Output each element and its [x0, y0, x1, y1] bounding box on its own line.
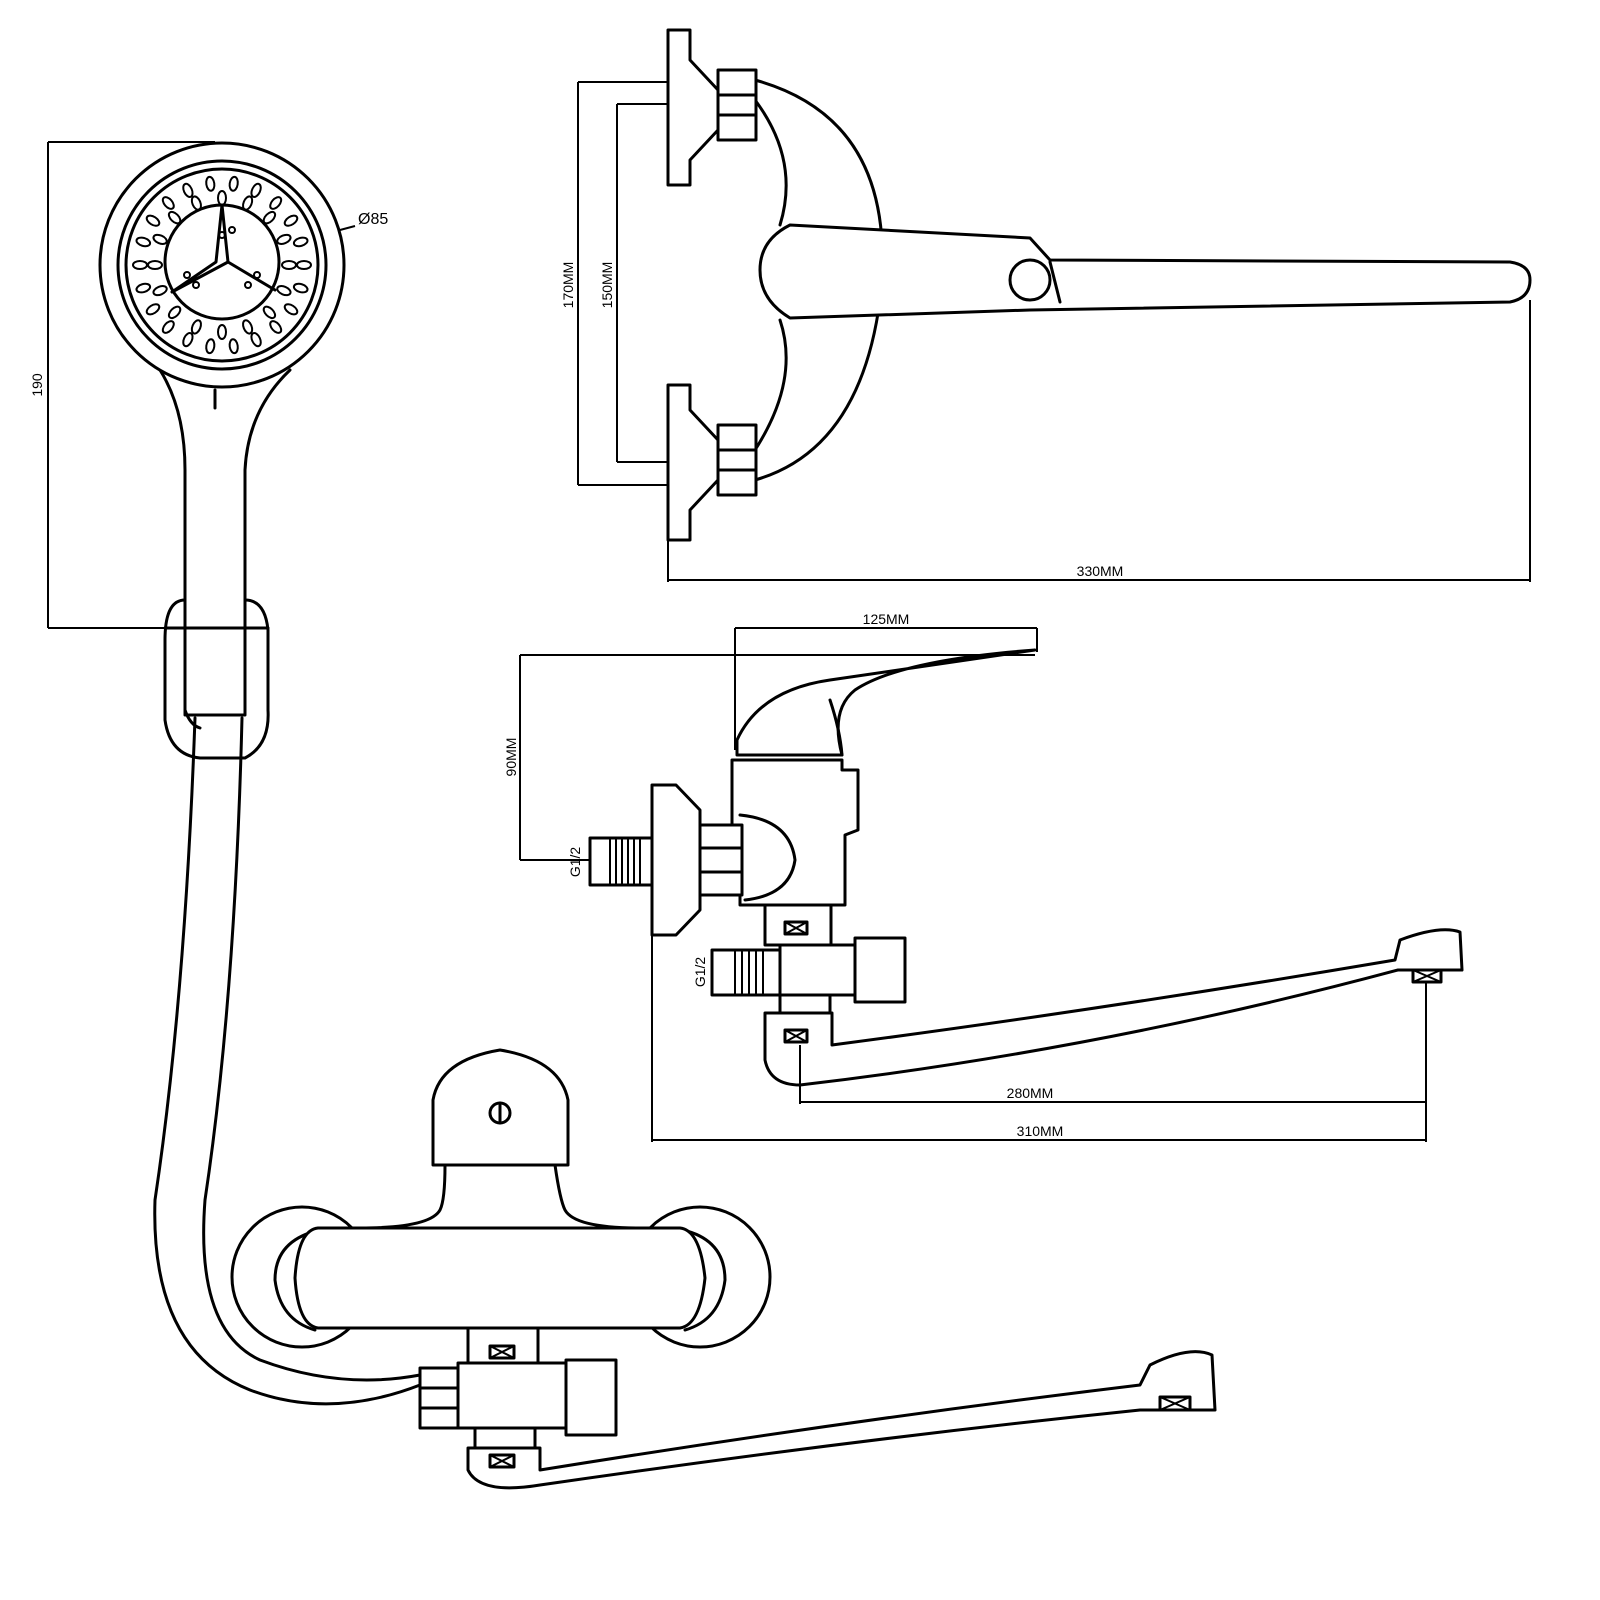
inlet-thread-label: G1/2	[567, 847, 583, 878]
dimension-label: 90MM	[503, 738, 519, 777]
nozzle	[190, 319, 202, 335]
nozzle	[262, 305, 277, 320]
nozzle	[228, 226, 236, 234]
spray-nozzles	[132, 175, 312, 355]
nozzle	[217, 190, 227, 206]
nozzle	[228, 175, 239, 192]
nozzle	[182, 332, 194, 348]
nozzle	[145, 214, 161, 227]
shower-holder	[163, 598, 270, 760]
dimension-label: 310MM	[1017, 1123, 1064, 1139]
dimension-90: 90MM	[503, 654, 1035, 861]
top-view	[666, 28, 1532, 542]
nozzle	[135, 236, 152, 248]
nozzle	[242, 195, 254, 211]
nozzle	[262, 210, 277, 225]
nozzle	[147, 260, 163, 270]
dimension-125: 125MM	[734, 611, 1038, 750]
nozzle	[276, 233, 292, 245]
nozzle	[283, 303, 299, 316]
nozzle	[167, 210, 182, 225]
nozzle	[135, 282, 152, 294]
nozzle	[292, 282, 309, 294]
dimension-170: 170MM	[560, 81, 668, 486]
side-view	[588, 648, 1464, 1087]
dimension-label: 170MM	[560, 262, 576, 309]
dimension-330: 330MM	[667, 300, 1531, 582]
dimension-label: 280MM	[1007, 1085, 1054, 1101]
nozzle	[228, 338, 239, 355]
nozzle	[253, 271, 261, 279]
nozzle	[244, 281, 252, 289]
dimension-label: 150MM	[599, 262, 615, 309]
dimension-diameter: Ø85	[339, 211, 388, 231]
nozzle	[269, 320, 283, 334]
dimension-150: 150MM	[599, 103, 668, 463]
nozzle	[250, 332, 262, 348]
dimension-label: 330MM	[1077, 563, 1124, 579]
dimension-280: 280MM	[799, 982, 1427, 1142]
nozzle	[167, 305, 182, 320]
nozzle	[182, 182, 194, 198]
nozzle	[190, 195, 202, 211]
dimension-label: 190	[29, 373, 45, 397]
nozzle	[283, 214, 299, 227]
dimension-310: 310MM	[651, 935, 1426, 1142]
outlet-thread-label: G1/2	[692, 957, 708, 988]
hand-shower	[98, 141, 346, 717]
nozzle	[217, 324, 227, 340]
nozzle	[152, 233, 168, 245]
nozzle	[242, 319, 254, 335]
nozzle	[269, 196, 283, 210]
nozzle	[183, 271, 191, 279]
nozzle	[145, 303, 161, 316]
nozzle	[205, 338, 216, 355]
dimension-label: Ø85	[358, 211, 388, 228]
front-view	[230, 1048, 1217, 1490]
shower-hose	[153, 716, 422, 1406]
dimension-label: 125MM	[863, 611, 910, 627]
nozzle	[161, 320, 175, 334]
nozzle	[250, 182, 262, 198]
nozzle	[218, 231, 226, 239]
nozzle	[292, 236, 309, 248]
nozzle	[152, 285, 168, 297]
nozzle	[276, 285, 292, 297]
nozzle	[161, 196, 175, 210]
dimension-190: 190	[29, 141, 215, 629]
nozzle	[205, 175, 216, 192]
nozzle	[192, 281, 200, 289]
nozzle	[281, 260, 297, 270]
